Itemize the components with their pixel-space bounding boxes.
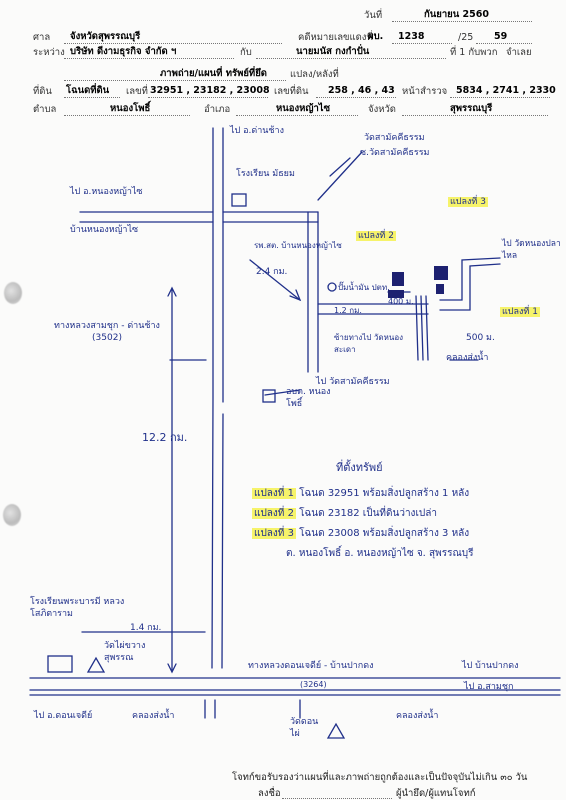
doc-suffix: แปลง/หลังที่	[290, 69, 339, 80]
label-temple-road: ซ.วัดสามัคคีธรรม	[360, 148, 430, 158]
label-to-phu-yai-house: ซ้ายทางไป วัดหนองสะเดา	[334, 333, 404, 354]
district-label: อำเภอ	[204, 104, 231, 115]
sign-label: ลงชื่อ	[258, 788, 281, 799]
land-type: โฉนดที่ดิน	[66, 85, 110, 96]
school-building	[231, 193, 247, 207]
parcel-label: เลขที่ดิน	[274, 86, 309, 97]
party-count: ที่ 1 กับพวก	[450, 47, 498, 58]
survey-value: 5834 , 2741 , 2330	[456, 85, 556, 96]
label-plot-2: แปลงที่ 2	[356, 231, 396, 241]
case-number: 1238	[398, 31, 425, 42]
signer-role: ผู้นำยึด/ผู้แทนโจทก์	[396, 788, 476, 799]
notes-title: ที่ตั้งทรัพย์	[336, 461, 383, 474]
subdistrict-label: ตำบล	[33, 104, 57, 115]
province-value: สุพรรณบุรี	[450, 103, 493, 114]
province-label: จังหวัด	[368, 104, 396, 115]
label-dist-122: 12.2 กม.	[142, 431, 188, 444]
land-label: ที่ดิน	[33, 86, 52, 97]
plot-3-marker	[434, 266, 448, 280]
date-label: วันที่	[364, 10, 383, 21]
label-to-ban-pak-dong: ไป บ้านปากดง	[462, 661, 519, 671]
label-school: โรงเรียน มัธยม	[236, 169, 295, 179]
gas-station-symbol	[327, 282, 337, 292]
notes-line-3: แปลงที่ 3 โฉนด 23008 พร้อมสิ่งปลูกสร้าง …	[252, 528, 470, 539]
label-temple: วัดสามัคคีธรรม	[364, 133, 425, 143]
canal-lines	[415, 295, 429, 361]
label-canal-bottom-right: คลองส่งน้ำ	[396, 711, 439, 721]
label-highway-name: ทางหลวงสามชุก - ด่านช้าง (3502)	[54, 321, 160, 343]
parcel-value: 258 , 46 , 43	[328, 85, 395, 96]
label-hospital: รพ.สต. บ้านหนองหญ้าไซ	[254, 241, 342, 250]
date-value: กันยายน 2560	[424, 9, 489, 20]
notes-line-2: แปลงที่ 2 โฉนด 23182 เป็นที่ดินว่างเปล่า	[252, 508, 437, 519]
doc-type: ภาพถ่าย/แผนที่ ทรัพย์ที่ยึด	[160, 68, 267, 79]
label-canal: คลองส่งน้ำ	[446, 353, 489, 363]
label-to-nong-ya-sai: ไป อ.หนองหญ้าไซ	[70, 187, 143, 197]
court-label: ศาล	[33, 32, 51, 43]
certify-text: โจทก์ขอรับรองว่าแผนที่และภาพถ่ายถูกต้องแ…	[232, 772, 528, 783]
label-dist-400: 400 ม.	[388, 297, 414, 306]
number-label: เลขที่	[126, 86, 148, 97]
highway-east-edge	[221, 127, 224, 669]
label-school-2: โรงเรียนพระบารมี หลวงโสภิตาราม	[30, 597, 125, 619]
label-dist-14: 1.4 กม.	[130, 623, 162, 633]
district-value: หนองหญ้าไซ	[276, 103, 331, 114]
obt-building	[262, 389, 276, 403]
highway-west-edge	[211, 127, 214, 669]
label-canal-bottom-left: คลองส่งน้ำ	[132, 711, 175, 721]
label-dist-500: 500 ม.	[466, 333, 495, 343]
label-road-bottom-code: (3264)	[300, 680, 327, 689]
label-to-sam-chuk: ไป อ.สามชุก	[464, 682, 514, 692]
label-to-don-chedi: ไป อ.ดอนเจดีย์	[34, 711, 93, 721]
court-value: จังหวัดสุพรรณบุรี	[70, 31, 141, 42]
notes-line-1: แปลงที่ 1 โฉนด 32951 พร้อมสิ่งปลูกสร้าง …	[252, 488, 470, 499]
with-label: กับ	[240, 47, 252, 58]
case-year-prefix: /25	[458, 32, 474, 43]
number-value: 32951 , 23182 , 23008	[150, 85, 270, 96]
temple-bottom-symbol	[326, 722, 346, 739]
survey-label: หน้าสำรวจ	[402, 86, 448, 97]
label-temple-bottom: วัดดอน ไผ่	[290, 717, 319, 739]
label-road-bottom: ทางหลวงดอนเจดีย์ - บ้านปากดง	[248, 661, 374, 671]
label-gas-station: ปั๊มน้ำมัน ปตท.	[338, 283, 390, 292]
school-2-building	[47, 655, 73, 673]
plot-2-house	[388, 290, 404, 298]
label-to-dan-chang: ไป อ.ด่านช้าง	[230, 126, 284, 136]
label-obt: อบต. หนองโพธิ์	[286, 387, 331, 409]
temple-3-symbol	[86, 656, 106, 673]
label-dist-24: 2.4 กม.	[256, 267, 288, 277]
punch-hole	[4, 282, 22, 304]
plaintiff: บริษัท ดีงามธุรกิจ จำกัด ฯ	[70, 46, 177, 57]
label-dist-12: 1.2 กม.	[334, 306, 362, 315]
case-prefix: ผบ.	[368, 31, 384, 42]
label-plot-3: แปลงที่ 3	[448, 197, 488, 207]
case-label: คดีหมายเลขแดงที่	[298, 32, 373, 43]
between-label: ระหว่าง	[33, 47, 65, 58]
label-to-temple-nong-lom: ไป วัดหนองปลาไหล	[502, 239, 561, 261]
punch-hole	[3, 504, 21, 526]
label-ban-nong-ya-sai: บ้านหนองหญ้าไซ	[70, 225, 139, 235]
case-year: 59	[494, 31, 508, 42]
defendant-role: จำเลย	[506, 47, 532, 58]
label-to-temple-south: ไป วัดสามัคคีธรรม	[316, 377, 390, 387]
defendant: นายมนัส กงกำปั่น	[296, 46, 370, 57]
plot-1-marker	[436, 284, 444, 294]
label-temple-3: วัดไผ่ขวาง สุพรรณ	[104, 641, 146, 663]
label-plot-1: แปลงที่ 1	[500, 307, 540, 317]
plots	[388, 266, 448, 298]
notes-line-4: ต. หนองโพธิ์ อ. หนองหญ้าไซ จ. สุพรรณบุรี	[286, 548, 474, 559]
subdistrict-value: หนองโพธิ์	[110, 103, 151, 114]
plot-2-marker	[392, 272, 404, 286]
